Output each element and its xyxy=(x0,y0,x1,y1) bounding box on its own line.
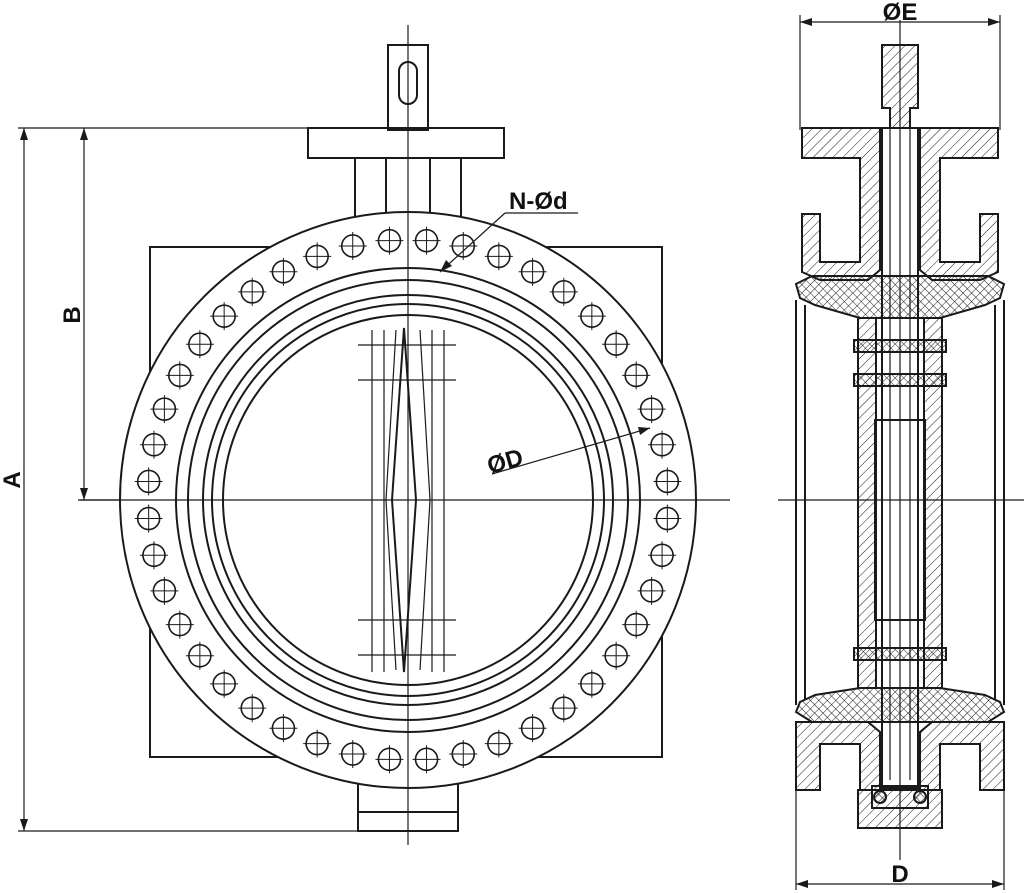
bolt-hole xyxy=(338,231,367,260)
side-seal-top xyxy=(794,275,1006,319)
top-flange-plate xyxy=(307,127,505,159)
side-seal-bottom xyxy=(794,687,1006,723)
bolt-hole xyxy=(449,231,478,260)
bolt-hole xyxy=(269,714,298,743)
side-bottom-oring-right xyxy=(913,790,927,804)
dim-e-arrow-left xyxy=(800,18,812,26)
dim-b-arrow-top xyxy=(80,128,88,140)
bolt-hole xyxy=(577,302,606,331)
front-view: A B N-Ød ØD xyxy=(0,25,730,845)
bolt-hole xyxy=(602,330,631,359)
side-bottom-flange-right xyxy=(919,721,1005,791)
bolt-hole xyxy=(139,541,168,570)
bolt-hole xyxy=(648,430,677,459)
bolt-hole xyxy=(303,729,332,758)
disc-diameter-arrow xyxy=(638,427,650,435)
bolt-hole xyxy=(484,729,513,758)
bolt-hole xyxy=(185,330,214,359)
bolt-hole xyxy=(165,361,194,390)
side-bottom-oring-left xyxy=(873,790,887,804)
bolt-hole xyxy=(549,694,578,723)
dim-d-arrow-right xyxy=(992,880,1004,888)
bolt-hole xyxy=(518,714,547,743)
dim-a-label: A xyxy=(0,471,26,488)
side-bottom-plug xyxy=(871,785,929,809)
dim-d-label: D xyxy=(891,861,908,888)
bolt-hole xyxy=(375,745,404,774)
bolt-hole xyxy=(622,610,651,639)
bolt-hole xyxy=(637,576,666,605)
side-shaft xyxy=(881,127,919,789)
bolt-hole xyxy=(210,302,239,331)
bolt-hole xyxy=(238,277,267,306)
bolt-hole xyxy=(134,467,163,496)
bolt-hole-label: N-Ød xyxy=(509,188,568,215)
bolt-hole xyxy=(238,694,267,723)
side-top-flange-left xyxy=(801,127,881,281)
dim-b-label: B xyxy=(59,306,86,323)
bolt-hole xyxy=(637,395,666,424)
bolt-hole-leader-arrow xyxy=(440,260,452,272)
bolt-hole xyxy=(134,504,163,533)
bolt-hole xyxy=(602,641,631,670)
bolt-hole xyxy=(412,745,441,774)
bolt-hole xyxy=(375,226,404,255)
bolt-hole xyxy=(577,669,606,698)
dim-e-arrow-right xyxy=(988,18,1000,26)
bolt-hole xyxy=(165,610,194,639)
side-bottom-flange-left xyxy=(795,721,881,791)
side-pin-2 xyxy=(853,373,947,387)
side-pin-1 xyxy=(853,339,947,353)
bolt-hole xyxy=(338,740,367,769)
dim-e-label: ØE xyxy=(883,0,918,26)
dim-d-arrow-left xyxy=(796,880,808,888)
dim-a-arrow-top xyxy=(20,128,28,140)
disc-diameter-leader xyxy=(491,427,651,475)
bolt-hole xyxy=(484,242,513,271)
bolt-hole xyxy=(150,395,179,424)
side-top-flange-right xyxy=(919,127,999,281)
side-pin-3 xyxy=(853,647,947,661)
bolt-hole xyxy=(648,541,677,570)
bolt-hole xyxy=(653,504,682,533)
bolt-hole xyxy=(622,361,651,390)
side-shaft-neck xyxy=(874,419,926,621)
bolt-hole xyxy=(653,467,682,496)
bolt-hole xyxy=(150,576,179,605)
bolt-hole xyxy=(303,242,332,271)
bolt-hole xyxy=(269,257,298,286)
bolt-hole xyxy=(412,226,441,255)
bolt-hole xyxy=(518,257,547,286)
bolt-hole xyxy=(139,430,168,459)
bolt-hole xyxy=(549,277,578,306)
bolt-hole-leader xyxy=(439,212,506,273)
dim-a-arrow-bottom xyxy=(20,819,28,831)
dim-b-arrow-bottom xyxy=(80,488,88,500)
bolt-hole xyxy=(449,740,478,769)
side-stem-top xyxy=(881,44,919,129)
side-view: ØE xyxy=(778,0,1024,890)
bolt-hole xyxy=(210,669,239,698)
bolt-hole xyxy=(185,641,214,670)
bolt-holes xyxy=(134,226,682,774)
